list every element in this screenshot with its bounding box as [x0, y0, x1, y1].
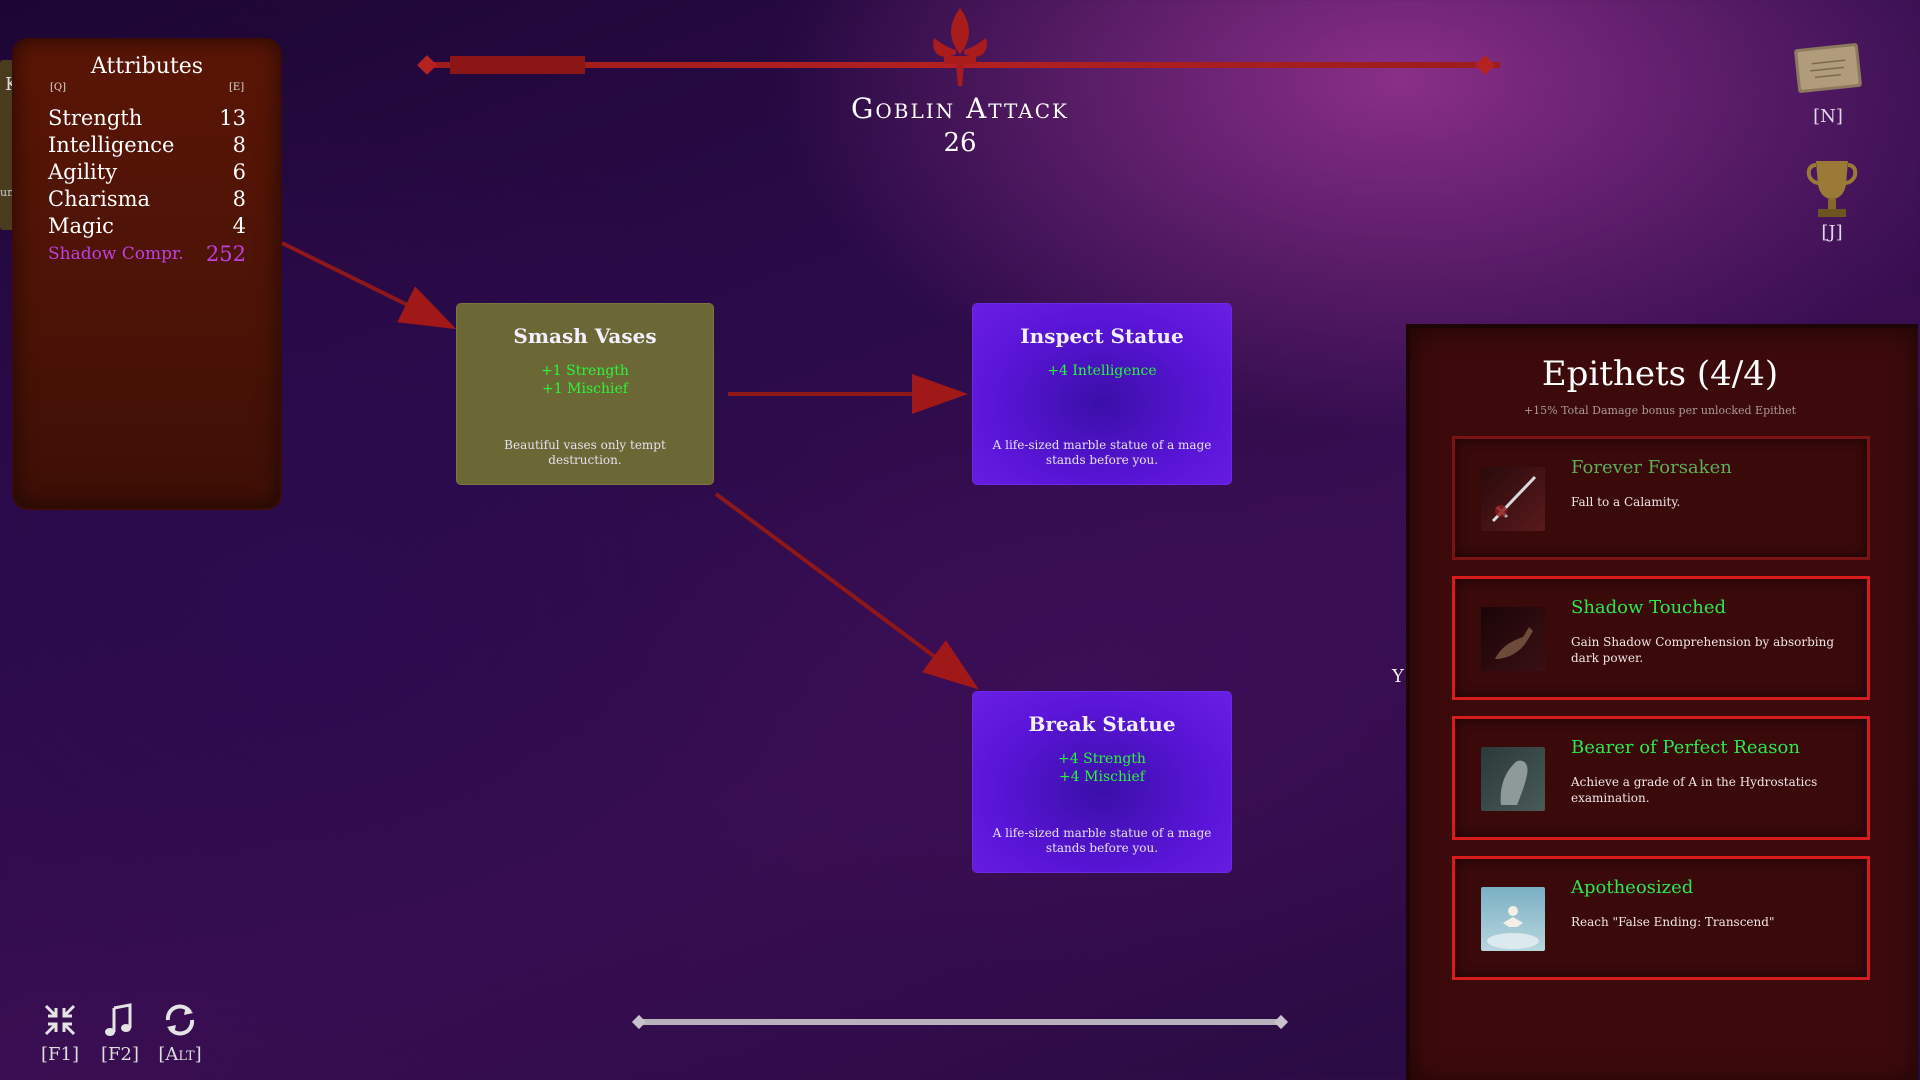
trophy-icon[interactable]	[1800, 155, 1864, 223]
refresh-icon[interactable]	[162, 1002, 198, 1038]
epithet-name: Forever Forsaken	[1571, 457, 1732, 478]
collapsed-side-tab[interactable]	[0, 60, 14, 230]
fleur-de-lis-icon	[933, 8, 987, 86]
epithet-card-shadow-touched[interactable]: Shadow Touched Gain Shadow Comprehension…	[1452, 576, 1870, 700]
epithet-name: Apotheosized	[1571, 877, 1694, 898]
attributes-next-key[interactable]: [E]	[229, 82, 245, 93]
attributes-panel	[14, 40, 280, 508]
epithet-description: Reach "False Ending: Transcend"	[1571, 915, 1775, 929]
dark-hand-icon	[1481, 607, 1545, 671]
card-bonus: +4 Mischief	[1059, 769, 1145, 785]
stat-name: Shadow Compr.	[48, 244, 184, 264]
stat-row-shadow-comprehension: Shadow Compr. 252	[48, 241, 246, 267]
card-title: Break Statue	[1028, 712, 1176, 736]
stone-hand-icon	[1481, 747, 1545, 811]
notes-icon[interactable]	[1790, 40, 1866, 96]
stat-row-agility: Agility 6	[48, 160, 246, 186]
notes-hotkey: [N]	[1813, 106, 1843, 127]
stat-value: 13	[219, 106, 246, 130]
choice-card-smash-vases[interactable]: Smash Vases +1 Strength +1 Mischief Beau…	[457, 304, 713, 484]
epithet-description: Gain Shadow Comprehension by absorbing d…	[1571, 635, 1835, 665]
stat-value: 6	[232, 160, 246, 184]
ascension-icon	[1481, 887, 1545, 951]
connector-attributes-to-smash	[281, 241, 457, 330]
card-bonus: +4 Intelligence	[1047, 363, 1157, 379]
trophy-hotkey: [J]	[1821, 222, 1843, 243]
card-description: A life-sized marble statue of a mage sta…	[992, 826, 1212, 855]
epithets-title: Epithets (4/4)	[1541, 354, 1779, 394]
stat-name: Magic	[48, 214, 114, 238]
attributes-prev-key[interactable]: [Q]	[50, 82, 67, 93]
choice-card-break-statue[interactable]: Break Statue +4 Strength +4 Mischief A l…	[973, 692, 1231, 872]
connector-smash-to-break	[714, 492, 979, 690]
stat-value: 8	[232, 187, 246, 211]
epithet-name: Shadow Touched	[1571, 597, 1727, 618]
stat-name: Agility	[48, 160, 118, 184]
choice-card-inspect-statue[interactable]: Inspect Statue +4 Intelligence A life-si…	[973, 304, 1231, 484]
epithet-description: Achieve a grade of A in the Hydrostatics…	[1571, 775, 1818, 805]
edge-letter: Y	[1392, 666, 1404, 687]
shrink-icon[interactable]	[42, 1002, 78, 1038]
stat-value: 252	[205, 242, 246, 266]
epithet-name: Bearer of Perfect Reason	[1571, 737, 1800, 758]
stat-name: Strength	[48, 106, 143, 130]
music-hotkey: [F2]	[101, 1044, 139, 1065]
stat-value: 8	[232, 133, 246, 157]
attributes-title: Attributes	[90, 54, 204, 79]
epithet-card-bearer-of-perfect-reason[interactable]: Bearer of Perfect Reason Achieve a grade…	[1452, 716, 1870, 840]
epithet-description: Fall to a Calamity.	[1571, 495, 1681, 509]
card-title: Inspect Statue	[1020, 324, 1184, 348]
horizontal-scrollbar[interactable]	[636, 1019, 1284, 1025]
stat-name: Intelligence	[48, 133, 175, 157]
event-number: 26	[943, 128, 977, 158]
epithet-card-forever-forsaken[interactable]: Forever Forsaken Fall to a Calamity.	[1452, 436, 1870, 560]
stat-row-strength: Strength 13	[48, 106, 246, 132]
epithet-card-apotheosized[interactable]: Apotheosized Reach "False Ending: Transc…	[1452, 856, 1870, 980]
card-title: Smash Vases	[513, 324, 657, 348]
card-bonus: +1 Strength	[541, 363, 629, 379]
refresh-hotkey: [Alt]	[158, 1044, 202, 1065]
card-description: A life-sized marble statue of a mage sta…	[992, 438, 1212, 467]
stat-row-charisma: Charisma 8	[48, 187, 246, 213]
card-bonus: +4 Strength	[1058, 751, 1146, 767]
stat-name: Charisma	[48, 187, 151, 211]
side-tab-subtext: un	[0, 186, 15, 199]
music-note-icon[interactable]	[102, 1002, 138, 1038]
event-title: Goblin Attack	[851, 92, 1069, 125]
sword-icon	[1481, 467, 1545, 531]
card-description: Beautiful vases only tempt destruction.	[504, 438, 666, 467]
epithets-subtitle: +15% Total Damage bonus per unlocked Epi…	[1523, 404, 1797, 417]
fullscreen-hotkey: [F1]	[41, 1044, 79, 1065]
title-divider-accent	[450, 56, 585, 74]
stat-row-intelligence: Intelligence 8	[48, 133, 246, 159]
stat-value: 4	[232, 214, 246, 238]
stat-row-magic: Magic 4	[48, 214, 246, 240]
card-bonus: +1 Mischief	[542, 381, 628, 397]
